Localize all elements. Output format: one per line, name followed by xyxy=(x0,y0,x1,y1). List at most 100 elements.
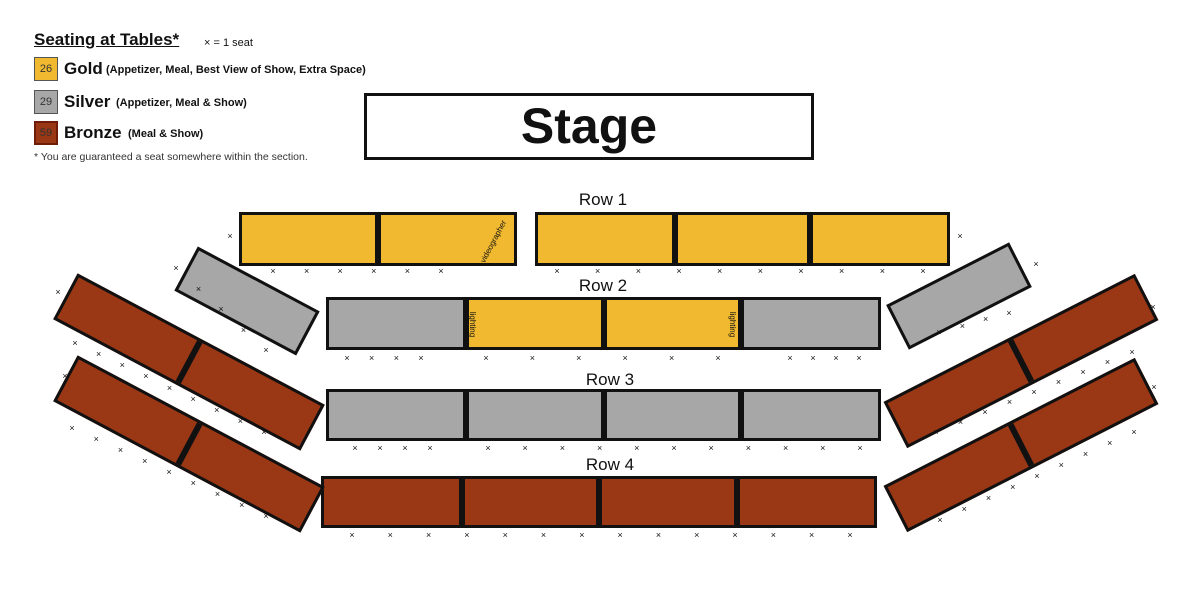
seat-marker: × xyxy=(937,515,943,525)
row-1-left-gold-table[interactable]: videographer xyxy=(239,212,517,266)
seat-marker: × xyxy=(635,266,641,276)
table-divider xyxy=(175,340,203,384)
seat-marker: × xyxy=(529,353,536,363)
seat-marker: × xyxy=(936,327,942,337)
table-divider xyxy=(737,300,744,347)
bronze-swatch: 59 xyxy=(34,121,58,145)
seat-marker: × xyxy=(369,353,375,363)
seat-marker: × xyxy=(344,353,350,363)
row-3-center-table[interactable] xyxy=(326,389,881,441)
seat-marker: × xyxy=(668,353,675,363)
row-4-label: Row 4 xyxy=(585,455,635,474)
seat-marker: × xyxy=(218,304,224,314)
seat-marker: × xyxy=(69,423,75,433)
seat-marker: × xyxy=(393,353,399,363)
seat-marker: × xyxy=(438,266,444,276)
table-divider xyxy=(600,300,607,347)
seat-marker: × xyxy=(985,493,992,503)
seat-marker: × xyxy=(55,287,61,297)
table-divider xyxy=(1007,423,1035,467)
seat-marker: × xyxy=(1033,259,1039,269)
seat-marker: × xyxy=(1151,382,1157,392)
table-divider xyxy=(806,215,813,263)
seat-marker: × xyxy=(464,530,470,540)
seat-marker: × xyxy=(671,443,677,453)
row-1-right-gold-table[interactable] xyxy=(535,212,950,266)
seat-marker: × xyxy=(798,266,804,276)
seat-marker: × xyxy=(957,417,964,427)
seat-marker: × xyxy=(857,443,863,453)
row-2-label: Row 2 xyxy=(578,276,628,295)
seat-marker: × xyxy=(349,530,355,540)
seat-marker: × xyxy=(595,266,601,276)
table-divider xyxy=(458,479,465,525)
seat-marker: × xyxy=(708,443,714,453)
seat-marker: × xyxy=(787,353,793,363)
silver-description: (Appetizer, Meal & Show) xyxy=(116,97,247,109)
seat-marker: × xyxy=(732,530,738,540)
seat-marker: × xyxy=(1031,387,1037,397)
seat-marker: × xyxy=(1006,397,1013,407)
seat-marker: × xyxy=(418,353,424,363)
gold-swatch: 26 xyxy=(34,57,58,81)
seat-marker: × xyxy=(833,353,839,363)
seat-marker: × xyxy=(227,231,233,241)
table-divider xyxy=(733,479,740,525)
seat-marker: × xyxy=(782,443,789,453)
seat-marker: × xyxy=(957,231,963,241)
seat-marker: × xyxy=(839,266,845,276)
seat-marker: × xyxy=(72,338,78,348)
seat-marker: × xyxy=(554,266,560,276)
table-divider xyxy=(737,392,744,438)
seat-marker: × xyxy=(427,443,433,453)
seat-marker: × xyxy=(1131,427,1137,437)
seat-marker: × xyxy=(809,530,815,540)
table-divider xyxy=(672,215,678,263)
seat-marker: × xyxy=(261,427,267,437)
table-divider xyxy=(1007,339,1035,383)
seat-marker: × xyxy=(270,266,276,276)
seat-marker: × xyxy=(757,266,763,276)
seat-marker: × xyxy=(173,263,179,273)
seat-marker: × xyxy=(617,530,623,540)
bronze-description: (Meal & Show) xyxy=(128,128,204,140)
seat-marker: × xyxy=(694,530,700,540)
row-4-center-table[interactable] xyxy=(321,476,877,528)
seat-marker: × xyxy=(214,489,221,499)
seat-marker: × xyxy=(425,530,432,540)
seat-marker: × xyxy=(579,530,585,540)
seat-marker: × xyxy=(810,353,816,363)
gold-label: Gold xyxy=(64,59,103,78)
seat-marker: × xyxy=(303,266,310,276)
seat-marker: × xyxy=(982,407,988,417)
seat-marker: × xyxy=(676,266,682,276)
seat-marker: × xyxy=(1055,377,1062,387)
row-2-center-table[interactable]: lighting lighting xyxy=(326,297,881,350)
table-divider xyxy=(175,422,203,466)
table-divider xyxy=(375,215,381,263)
row-3-label: Row 3 xyxy=(585,370,635,389)
seat-marker: × xyxy=(1080,367,1086,377)
seat-marker: × xyxy=(485,443,491,453)
seat-marker: × xyxy=(240,324,247,335)
table-divider xyxy=(463,392,470,438)
seat-marker: × xyxy=(143,371,149,382)
seat-marker: × xyxy=(404,266,411,276)
silver-label: Silver xyxy=(64,92,111,111)
seat-marker: × xyxy=(847,530,853,540)
silver-swatch: 29 xyxy=(34,90,58,114)
seat-marker: × xyxy=(117,445,124,455)
seat-marker: × xyxy=(522,443,528,453)
seat-marker: × xyxy=(263,511,269,521)
seat-marker: × xyxy=(95,349,102,360)
seat-marker: × xyxy=(119,360,125,371)
seat-marker: × xyxy=(745,443,752,453)
seat-marker: × xyxy=(166,382,173,393)
seat-marker: × xyxy=(166,467,172,477)
seat-marker: × xyxy=(920,266,926,276)
seat-marker: × xyxy=(576,353,582,363)
table-divider xyxy=(596,479,602,525)
seat-marker: × xyxy=(142,456,148,466)
seat-marker: × xyxy=(387,530,393,540)
seat-marker: × xyxy=(1006,308,1012,318)
